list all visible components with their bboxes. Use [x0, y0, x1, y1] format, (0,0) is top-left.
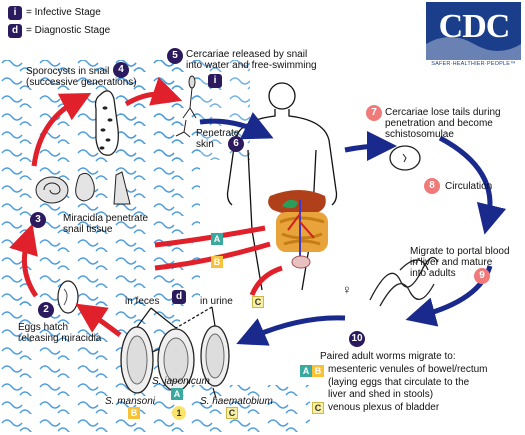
step10-badge: 10 [349, 331, 365, 347]
tag-b-mansoni: B [128, 407, 140, 419]
snails-illustration [35, 171, 131, 205]
tag-c-step10: C [312, 402, 324, 414]
tag-b-body: B [211, 256, 223, 268]
step6-badge: 6 [228, 136, 244, 152]
s-haematobium-label: S. haematobium [200, 396, 273, 407]
step7-badge: 7 [366, 105, 382, 121]
step10-line2: mesenteric venules of bowel/rectum [328, 364, 488, 375]
step2-badge: 2 [38, 302, 54, 318]
female-symbol: ♀ [342, 282, 352, 297]
diagnostic-stage-icon: d [8, 24, 22, 38]
diagnostic-stage-marker-icon: d [172, 290, 186, 304]
tag-c-haematobium: C [226, 407, 238, 419]
step5-badge: 5 [167, 48, 183, 64]
tag-a-step10: A [300, 365, 312, 377]
step10-line3: (laying eggs that circulate to the [328, 377, 470, 388]
s-mansoni-label: S. mansoni [105, 396, 156, 407]
tag-a-body: A [211, 233, 223, 245]
sporocyst-illustration [94, 90, 119, 156]
infective-stage-marker-icon: i [208, 74, 222, 88]
in-urine-label: in urine [200, 296, 233, 307]
cdc-logo-graphic [426, 2, 521, 60]
step1-badge: 1 [172, 406, 186, 420]
tag-b-step10: B [312, 365, 324, 377]
step4-badge: 4 [113, 62, 129, 78]
tag-c-body: C [252, 296, 264, 308]
step10-line4: liver and shed in stools) [328, 389, 434, 400]
s-japonicum-label: S. japonicum [152, 376, 210, 387]
step3-badge: 3 [30, 212, 46, 228]
step10-line5: venous plexus of bladder [328, 402, 440, 413]
step4-label: Sporocysts in snail(successive generatio… [26, 66, 137, 88]
tag-a-japonicum: A [171, 388, 183, 400]
infective-stage-icon: i [8, 6, 22, 20]
step8-badge: 8 [424, 178, 440, 194]
cercaria-illustration [175, 75, 197, 138]
cdc-logo-tagline: SAFER·HEALTHIER·PEOPLE™ [431, 61, 516, 67]
legend-infective-label: = Infective Stage [26, 7, 101, 18]
miracidium-illustration [57, 280, 79, 314]
step9-badge: 9 [474, 268, 490, 284]
legend-diagnostic-label: = Diagnostic Stage [26, 25, 111, 36]
step10-label: Paired adult worms migrate to: [320, 351, 456, 362]
in-feces-label: in feces [125, 296, 160, 307]
schistosomulum-illustration [389, 145, 421, 171]
step8-label: Circulation [445, 181, 493, 192]
adult-worms-illustration [369, 256, 439, 307]
male-symbol: ♂ [412, 253, 422, 268]
cdc-logo-text: CDC [438, 8, 511, 45]
organs-illustration [268, 190, 328, 269]
egg-connectors [136, 306, 216, 329]
